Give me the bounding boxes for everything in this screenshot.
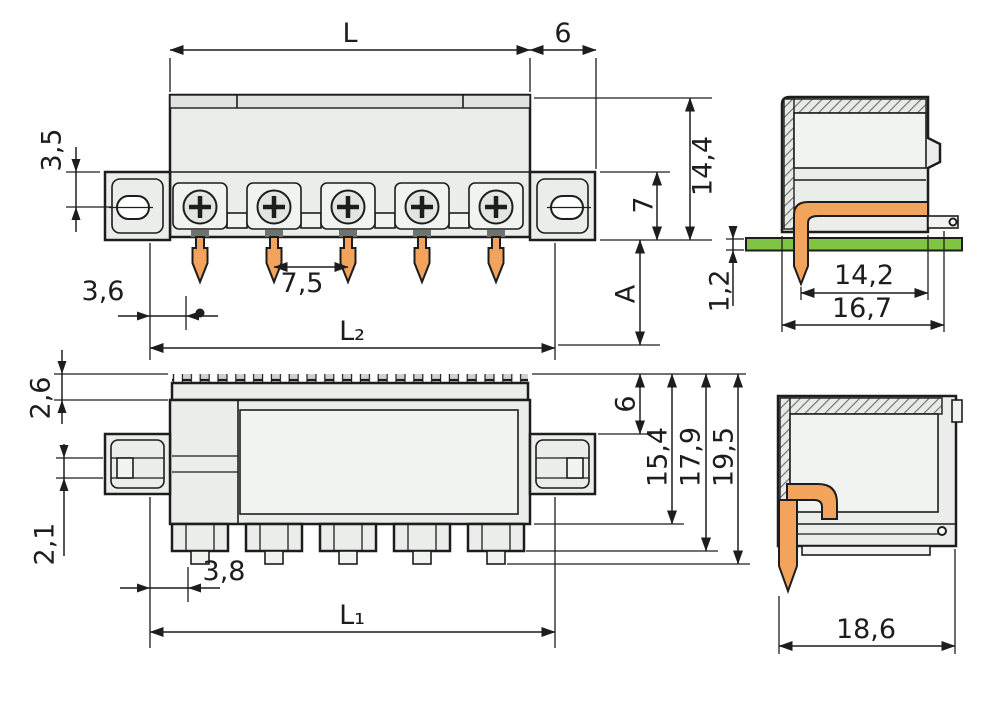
dim-label-2-1: 2,1 [30,523,61,566]
arrowhead [728,226,738,239]
dim-14-4: 14,4 [534,97,719,241]
arrowhead [57,400,67,413]
body-inner-panel [239,409,519,515]
dim-label-19-5: 19,5 [709,427,740,487]
dim-7-5: 7,5 [273,262,349,299]
arrowhead [186,311,199,321]
mounting-flange-right [528,432,597,496]
dim-label-14-2: 14,2 [834,260,894,291]
dim-3-6: 3,6 [82,276,218,330]
dim-label-2-6: 2,6 [26,377,57,420]
dim-16-7: 16,7 [781,231,945,332]
foot-unit [392,522,452,566]
pivot-hole [937,526,947,536]
foot-unit [244,522,304,566]
foot-unit [466,522,526,566]
dim-label-14-4: 14,4 [688,136,719,196]
dim-label-3-5: 3,5 [37,129,68,172]
dim-label-1-2: 1,2 [705,270,736,313]
dim-14-2: 14,2 [800,235,929,300]
dim-15-4: 15,4 [534,373,684,525]
mounting-flange-right [528,170,597,242]
pcb-board [745,237,963,252]
flange-contour-left [110,439,165,489]
dim-3-8: 3,8 [120,497,245,648]
dim-label-L: L [342,18,357,49]
dim-L1: L₁ [149,497,556,648]
arrowhead [137,583,150,593]
dim-label-L1: L₁ [339,600,365,631]
arrowhead [71,159,81,172]
standoff-foot [801,545,931,556]
solder-pin-down [778,499,798,594]
dim-2-1: 2,1 [30,444,103,566]
housing-slot [374,212,396,229]
side-view-upper: 1,2 14,2 16,7 [705,95,963,332]
dim-6-front: 6 [529,18,597,169]
arrowhead [71,207,81,220]
arrowhead [137,311,150,321]
dim-7: 7 [600,171,670,241]
housing-slot [300,212,322,229]
flange-slot-left [116,457,134,479]
dim-label-18-6: 18,6 [836,614,896,645]
dim-label-15-4: 15,4 [643,427,674,487]
dim-18-6: 18,6 [778,549,956,654]
dim-19-5: 19,5 [507,373,750,565]
dim-2-6: 2,6 [26,350,168,424]
plug-cavity [793,112,927,169]
mounting-flange-left [103,432,172,496]
dim-17-9: 17,9 [526,373,718,552]
latch-tab [951,399,963,423]
dim-label-L2: L₂ [339,316,365,347]
bottom-view: 2,6 6 15,4 17,9 19,5 [26,350,750,648]
dim-3-5: 3,5 [37,129,113,232]
tab-hole [948,217,958,227]
solder-tail-comb [172,374,528,384]
dim-L: L [169,18,531,92]
housing-slot [226,212,248,229]
solder-pin-side [793,201,929,287]
foot-unit [318,522,378,566]
latch-hatch [788,98,927,114]
dim-label-7: 7 [629,196,660,213]
comb-base [170,381,530,402]
arrowhead [57,361,67,374]
front-view: L 6 3,5 7 14,4 A [37,18,719,360]
dim-1-2: 1,2 [705,226,744,313]
side-view-lower: 18,6 [776,394,963,654]
flange-contour-left [111,178,164,234]
body-top-strip [169,94,531,109]
arrowhead [728,250,738,263]
dim-label-6-bottom: 6 [611,395,642,412]
dim-label-6: 6 [554,18,571,49]
dim-label-7-5: 7,5 [281,268,324,299]
flange-contour-right [536,178,589,234]
dim-label-3-6: 3,6 [82,276,125,307]
wall-hatch [783,98,795,230]
housing-slot [448,212,470,229]
contact-hook [786,483,838,520]
dim-label-A: A [611,284,642,303]
arrowhead [188,583,201,593]
dim-L2: L₂ [149,243,556,360]
dim-6-bottom: 6 [532,373,746,435]
latch-hatch [783,397,943,415]
arrowhead [59,445,69,458]
flange-contour-right [535,439,590,489]
flange-slot-right [566,457,584,479]
dim-label-17-9: 17,9 [676,427,707,487]
dim-label-16-7: 16,7 [832,293,892,324]
arrowhead [59,478,69,491]
dim-label-3-8: 3,8 [203,556,246,587]
dim-A: A [558,239,660,346]
